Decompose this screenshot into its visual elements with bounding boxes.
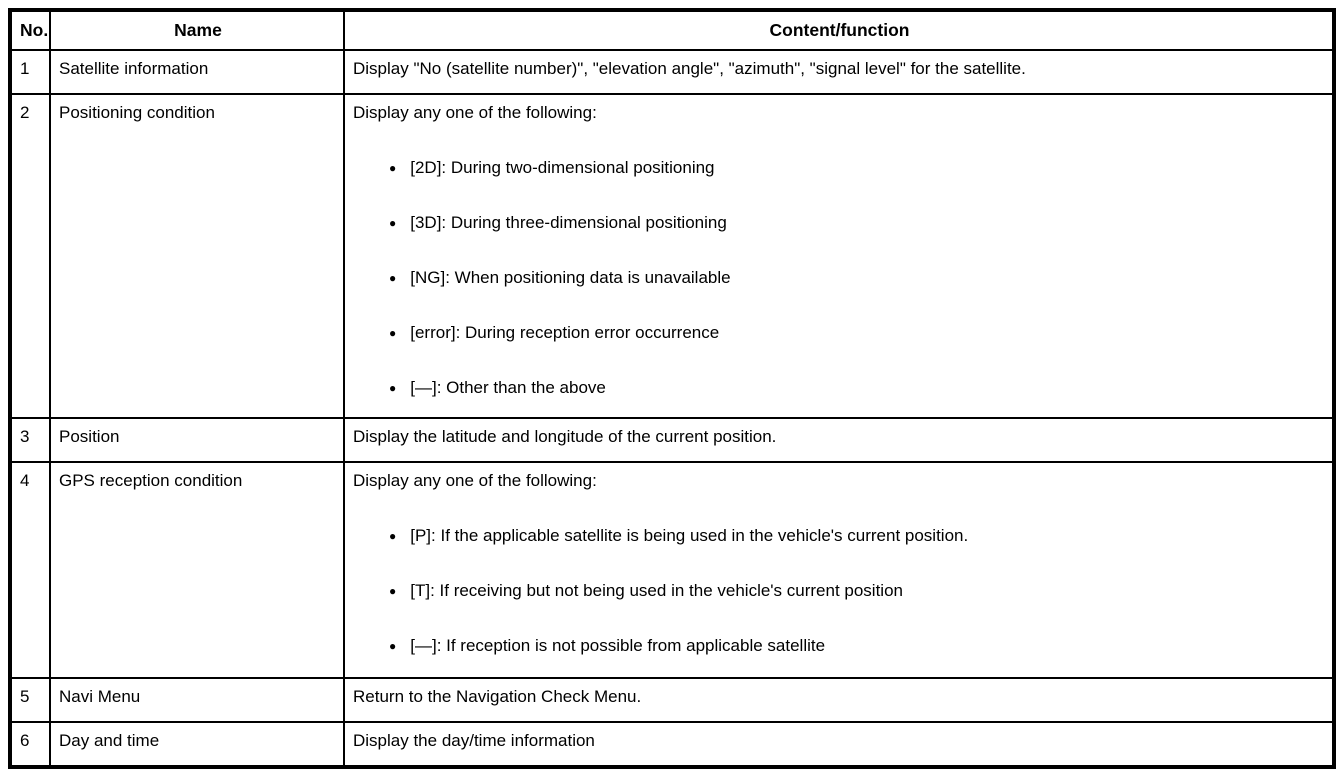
row-number: 3: [9, 417, 51, 463]
table-row-satellite-information: 1 Satellite information Display "No (sat…: [9, 49, 1335, 95]
row-name: Navi Menu: [49, 677, 345, 723]
row-content: Return to the Navigation Check Menu.: [343, 677, 1335, 723]
bullet-list: ● [2D]: During two-dimensional positionin…: [353, 158, 1326, 398]
bullet-icon: ●: [389, 271, 397, 285]
row-number: 6: [9, 721, 51, 768]
header-name: Name: [49, 9, 345, 51]
document-page: No. Name Content/function 1 Satellite in…: [8, 8, 1336, 769]
list-item-text: [T]: If receiving but not being used in …: [410, 581, 903, 600]
row-name: Satellite information: [49, 49, 345, 95]
spec-table: No. Name Content/function 1 Satellite in…: [8, 8, 1336, 769]
list-item: ● [3D]: During three-dimensional position…: [389, 213, 1326, 233]
row-content: Display the latitude and longitude of th…: [343, 417, 1335, 463]
list-item: ● [2D]: During two-dimensional positionin…: [389, 158, 1326, 178]
table-row-positioning-condition: 2 Positioning condition Display any one …: [9, 93, 1335, 419]
bullet-icon: ●: [389, 381, 397, 395]
list-item: ● [NG]: When positioning data is unavaila…: [389, 268, 1326, 288]
row-content: Display any one of the following: ● [2D]:…: [343, 93, 1335, 419]
bullet-icon: ●: [389, 529, 397, 543]
table-row-position: 3 Position Display the latitude and long…: [9, 417, 1335, 463]
row-content: Display the day/time information: [343, 721, 1335, 768]
row-name: Positioning condition: [49, 93, 345, 419]
row-number: 5: [9, 677, 51, 723]
bullet-icon: ●: [389, 584, 397, 598]
list-item: ● [P]: If the applicable satellite is bei…: [389, 526, 1326, 546]
bullet-icon: ●: [389, 639, 397, 653]
list-item-text: [—]: If reception is not possible from a…: [410, 636, 826, 655]
header-no: No.: [9, 9, 51, 51]
list-item-text: [error]: During reception error occurren…: [410, 323, 720, 342]
bullet-list: ● [P]: If the applicable satellite is bei…: [353, 526, 1326, 656]
list-item: ● [—]: If reception is not possible from …: [389, 636, 1326, 656]
bullet-icon: ●: [389, 161, 397, 175]
row-number: 2: [9, 93, 51, 419]
row-number: 1: [9, 49, 51, 95]
list-item: ● [error]: During reception error occurre…: [389, 323, 1326, 343]
table-row-gps-reception-condition: 4 GPS reception condition Display any on…: [9, 461, 1335, 679]
row-name: GPS reception condition: [49, 461, 345, 679]
content-intro: Display any one of the following:: [353, 103, 597, 122]
table-row-day-and-time: 6 Day and time Display the day/time info…: [9, 721, 1335, 768]
list-item: ● [—]: Other than the above: [389, 378, 1326, 398]
row-number: 4: [9, 461, 51, 679]
header-row: No. Name Content/function: [9, 9, 1335, 51]
list-item: ● [T]: If receiving but not being used in…: [389, 581, 1326, 601]
row-content: Display any one of the following: ● [P]: …: [343, 461, 1335, 679]
row-content: Display "No (satellite number)", "elevat…: [343, 49, 1335, 95]
list-item-text: [—]: Other than the above: [410, 378, 606, 397]
content-intro: Display any one of the following:: [353, 471, 597, 490]
table-row-navi-menu: 5 Navi Menu Return to the Navigation Che…: [9, 677, 1335, 723]
row-name: Position: [49, 417, 345, 463]
bullet-icon: ●: [389, 216, 397, 230]
header-content: Content/function: [343, 9, 1335, 51]
row-name: Day and time: [49, 721, 345, 768]
list-item-text: [2D]: During two-dimensional positioning: [410, 158, 715, 177]
bullet-icon: ●: [389, 326, 397, 340]
list-item-text: [NG]: When positioning data is unavailab…: [410, 268, 731, 287]
list-item-text: [P]: If the applicable satellite is bein…: [410, 526, 969, 545]
list-item-text: [3D]: During three-dimensional positioni…: [410, 213, 727, 232]
